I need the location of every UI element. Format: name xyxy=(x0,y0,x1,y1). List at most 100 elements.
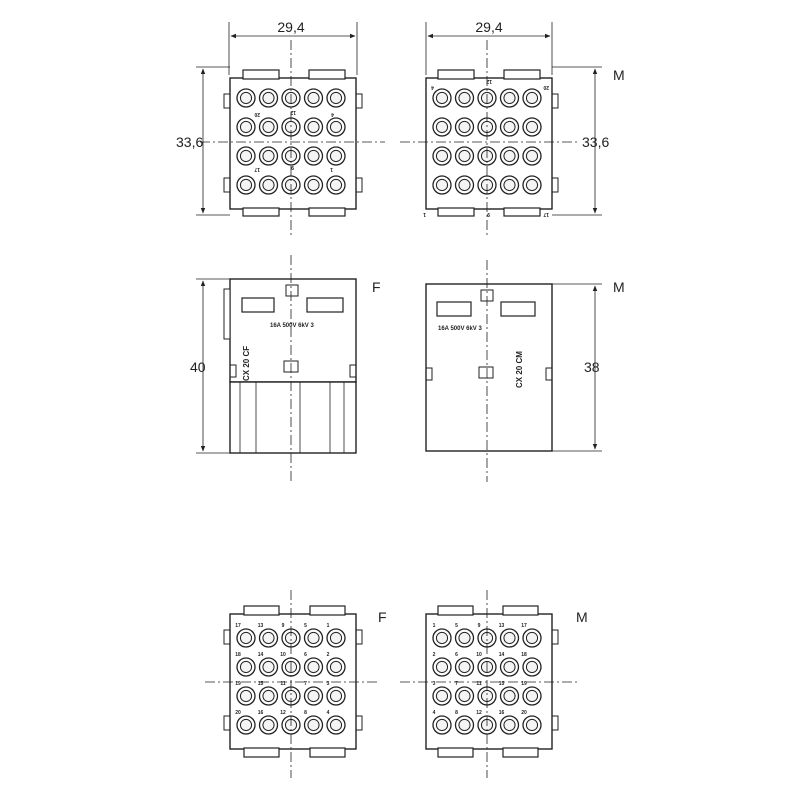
contact-pin-inner xyxy=(435,689,449,703)
bottom-latch xyxy=(503,207,541,217)
pin-number: 7 xyxy=(455,681,458,687)
top-latch xyxy=(437,69,475,80)
contact-pin-inner xyxy=(435,631,449,645)
pin-number: 12 xyxy=(280,710,286,716)
pin-number: 10 xyxy=(476,652,482,658)
pin-number: 2 xyxy=(433,652,436,658)
contact-pin-inner xyxy=(503,178,516,192)
bottom-latch xyxy=(437,747,474,758)
contact-pin-inner xyxy=(239,149,253,163)
label-window xyxy=(306,297,344,313)
contact-pin-inner xyxy=(435,178,449,192)
pin-grid xyxy=(236,88,346,195)
contact-pin-inner xyxy=(525,689,539,703)
contact-pin-inner xyxy=(435,149,449,163)
contact-pin-inner xyxy=(262,178,275,192)
contact-pin-inner xyxy=(458,91,471,105)
contact-pin-inner xyxy=(458,120,471,134)
contact-pin-inner xyxy=(503,149,516,163)
pin-number: 20 xyxy=(543,84,549,90)
top-latch xyxy=(503,69,541,80)
top-right-height-label: 33,6 xyxy=(582,134,609,150)
pin-number: 13 xyxy=(258,623,264,629)
contact-pin-inner xyxy=(329,689,343,703)
contact-pin-inner xyxy=(503,91,516,105)
pin-number: 19 xyxy=(235,681,241,687)
view-label: F xyxy=(372,279,381,295)
contact-pin-inner xyxy=(458,631,471,645)
contact-pin-inner xyxy=(458,660,471,674)
pin-number: 18 xyxy=(521,652,527,658)
contact-pin-inner xyxy=(503,120,516,134)
contact-pin-inner xyxy=(329,631,343,645)
contact-pin-inner xyxy=(307,120,320,134)
key-slot xyxy=(478,366,494,379)
pin-number: 8 xyxy=(304,710,307,716)
pin-number: 1 xyxy=(433,623,436,629)
contact-pin-inner xyxy=(262,631,275,645)
pin-number: 9 xyxy=(291,164,294,170)
view-label: M xyxy=(576,609,588,625)
pin-grid xyxy=(432,88,542,195)
pin-number: 6 xyxy=(455,652,458,658)
pin-number: 17 xyxy=(254,166,260,172)
contact-pin-inner xyxy=(503,631,516,645)
contact-pin-inner xyxy=(458,689,471,703)
label-window xyxy=(436,301,472,317)
contact-pin-inner xyxy=(525,660,539,674)
contact-pin-inner xyxy=(525,120,539,134)
contact-pin-inner xyxy=(307,631,320,645)
contact-pin-inner xyxy=(239,178,253,192)
key-slot xyxy=(285,284,299,297)
pin-number: 1 xyxy=(327,623,330,629)
contact-pin-inner xyxy=(262,689,275,703)
top-left-height-label: 33,6 xyxy=(176,134,203,150)
mid-right-view xyxy=(425,260,602,482)
pin-number: 13 xyxy=(499,623,505,629)
contact-pin-inner xyxy=(307,718,320,732)
mid-left-view xyxy=(196,255,357,482)
contact-pin-inner xyxy=(503,689,516,703)
contact-pin-inner xyxy=(307,689,320,703)
contact-pin-inner xyxy=(435,660,449,674)
contact-pin-inner xyxy=(262,718,275,732)
pin-number: 16 xyxy=(499,710,505,716)
pin-number: 12 xyxy=(290,109,296,115)
contact-pin-inner xyxy=(239,689,253,703)
pin-number: 12 xyxy=(486,78,492,84)
contact-pin-inner xyxy=(329,120,343,134)
pin-number: 4 xyxy=(327,710,330,716)
contact-pin-inner xyxy=(458,149,471,163)
pin-number: 9 xyxy=(282,623,285,629)
contact-pin-inner xyxy=(525,718,539,732)
contact-pin-inner xyxy=(435,91,449,105)
pin-number: 11 xyxy=(280,681,286,687)
pin-number: 20 xyxy=(521,710,527,716)
contact-pin-inner xyxy=(262,120,275,134)
bottom-latch xyxy=(242,207,280,217)
contact-pin-inner xyxy=(239,120,253,134)
pin-number: 20 xyxy=(235,710,241,716)
pin-number: 11 xyxy=(476,681,482,687)
bottom-latch xyxy=(309,747,346,758)
housing-lower xyxy=(229,381,357,454)
pin-number: 3 xyxy=(327,681,330,687)
bottom-latch xyxy=(437,207,475,217)
pin-number: 20 xyxy=(254,111,260,117)
pin-number: 14 xyxy=(258,652,264,658)
top-latch xyxy=(242,69,280,80)
contact-pin-inner xyxy=(525,91,539,105)
view-label: M xyxy=(613,67,625,83)
pin-number: 4 xyxy=(433,710,436,716)
top-left-width-label: 29,4 xyxy=(277,19,304,35)
pin-number: 17 xyxy=(543,211,549,217)
pin-number: 16 xyxy=(258,710,264,716)
contact-pin-inner xyxy=(329,718,343,732)
model-text: CX 20 CM xyxy=(515,351,524,388)
contact-pin-inner xyxy=(239,660,253,674)
pin-number: 15 xyxy=(499,681,505,687)
top-left-view xyxy=(196,22,385,238)
contact-pin-inner xyxy=(262,91,275,105)
pin-number: 18 xyxy=(235,652,241,658)
